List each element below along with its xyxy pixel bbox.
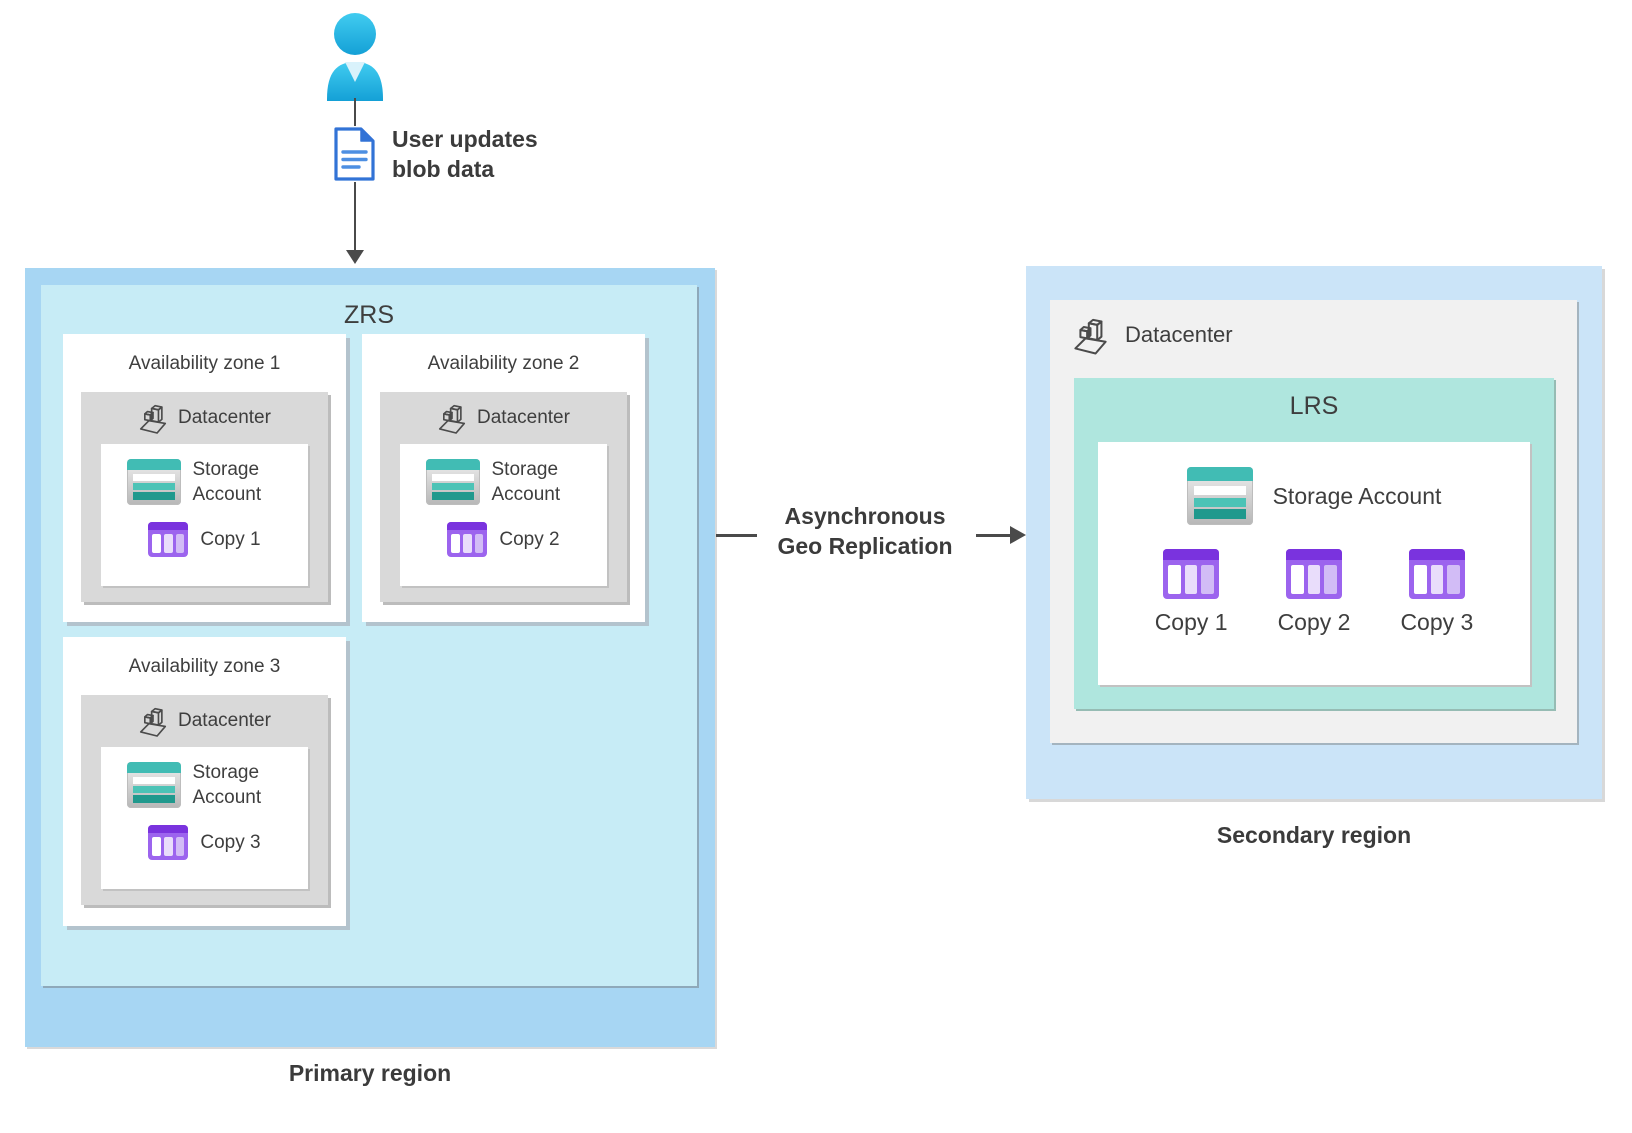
replication-label-line1: Asynchronous [784, 503, 946, 529]
storage-account-icon [1186, 467, 1253, 525]
storage-account-icon [126, 459, 181, 505]
replication-line-left [716, 534, 757, 537]
blob-document-icon [333, 126, 376, 182]
secondary-region-label: Secondary region [1216, 822, 1412, 848]
zrs-title: ZRS [344, 301, 394, 329]
secondary-copy-3: Copy 3 [1400, 549, 1473, 636]
user-flow-arrowhead-icon [346, 250, 364, 264]
availability-zone-1-title: Availability zone 1 [128, 353, 281, 374]
user-updates-label: User updates blob data [392, 124, 538, 184]
datacenter-building-icon [139, 404, 167, 434]
secondary-datacenter-box: Datacenter LRS Storage Account [1050, 300, 1577, 743]
zone-3-storage-card: Storage Account Copy 3 [101, 747, 308, 889]
replication-label: Asynchronous Geo Replication [750, 501, 980, 561]
primary-region-box: ZRS Availability zone 1 [25, 268, 715, 1047]
user-updates-label-line2: blob data [392, 156, 495, 182]
replication-label-line2: Geo Replication [777, 533, 953, 559]
user-person-icon [327, 13, 383, 101]
secondary-region-box: Datacenter LRS Storage Account [1026, 266, 1602, 799]
secondary-datacenter-label: Datacenter [1125, 322, 1233, 347]
storage-account-icon [425, 459, 480, 505]
zone-2-storage-card: Storage Account Copy 2 [400, 444, 607, 586]
zone-1-datacenter-label: Datacenter [178, 407, 271, 428]
copy-table-icon [148, 825, 189, 860]
datacenter-building-icon [139, 707, 167, 737]
replication-line-right [976, 534, 1012, 537]
availability-zone-1-card: Availability zone 1 [63, 334, 346, 622]
zone-1-storage-label: Storage Account [192, 459, 262, 505]
zone-2-datacenter-box: Datacenter Storage Account [380, 392, 627, 602]
availability-zone-2-title: Availability zone 2 [427, 353, 580, 374]
datacenter-building-icon [1074, 318, 1107, 355]
zrs-box: ZRS Availability zone 1 [41, 285, 697, 986]
availability-zone-2-card: Availability zone 2 [362, 334, 645, 622]
secondary-storage-card: Storage Account Copy 1 [1098, 442, 1530, 685]
secondary-copy-2-label: Copy 2 [1277, 609, 1351, 635]
zone-3-datacenter-label: Datacenter [178, 710, 271, 731]
zone-1-copy-label: Copy 1 [200, 528, 261, 550]
zone-3-datacenter-box: Datacenter Storage Account [81, 695, 328, 905]
copy-table-icon [1408, 549, 1465, 599]
secondary-copy-1-label: Copy 1 [1154, 609, 1228, 635]
user-updates-label-line1: User updates [392, 126, 538, 152]
storage-account-icon [126, 762, 181, 808]
zone-2-storage-label: Storage Account [491, 459, 561, 505]
zone-3-storage-label: Storage Account [192, 762, 262, 808]
primary-region-label: Primary region [288, 1060, 452, 1086]
zone-2-datacenter-label: Datacenter [477, 407, 570, 428]
copy-table-icon [1163, 549, 1220, 599]
secondary-copy-3-label: Copy 3 [1400, 609, 1474, 635]
lrs-box: LRS Storage Account [1074, 378, 1554, 709]
replication-arrowhead-icon [1010, 526, 1026, 544]
zone-2-copy-label: Copy 2 [499, 528, 560, 550]
availability-zone-3-card: Availability zone 3 [63, 637, 346, 926]
datacenter-building-icon [438, 404, 466, 434]
zone-1-storage-card: Storage Account Copy 1 [101, 444, 308, 586]
copy-table-icon [148, 522, 189, 557]
copy-table-icon [1286, 549, 1342, 599]
zone-1-datacenter-box: Datacenter Storage Account [81, 392, 328, 602]
availability-zone-3-title: Availability zone 3 [128, 656, 281, 677]
secondary-storage-label: Storage Account [1272, 482, 1442, 509]
lrs-title: LRS [1289, 392, 1339, 420]
zone-3-copy-label: Copy 3 [200, 831, 261, 853]
copy-table-icon [447, 522, 488, 557]
secondary-copy-1: Copy 1 [1155, 549, 1228, 636]
secondary-copy-2: Copy 2 [1277, 549, 1351, 636]
